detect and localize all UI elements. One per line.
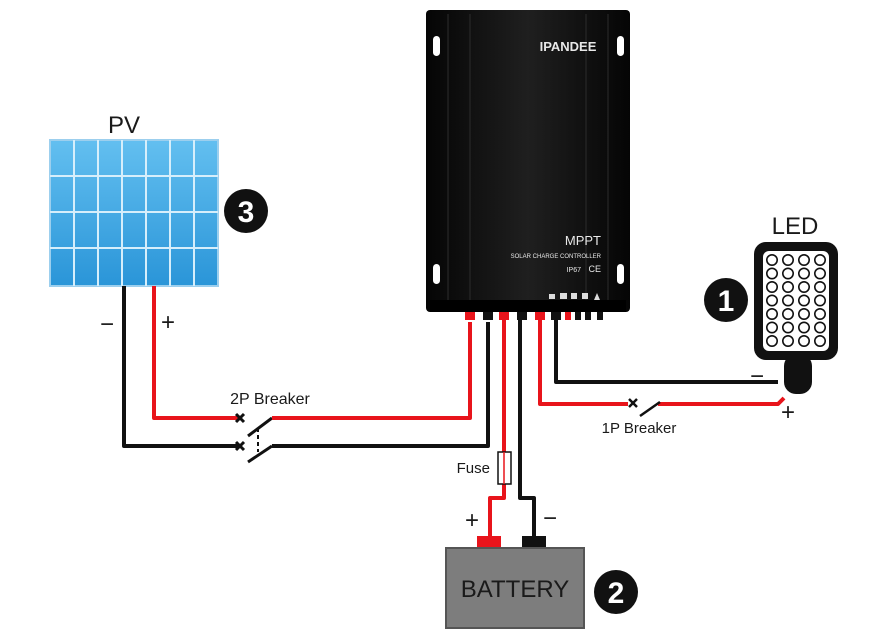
pv-positive-wire bbox=[152, 286, 240, 420]
led-emitter bbox=[781, 321, 794, 334]
led-positive-wire-after-breaker bbox=[658, 396, 786, 406]
battery-positive-terminal bbox=[477, 536, 501, 550]
callout-battery: 2 bbox=[594, 570, 638, 614]
led-emitter bbox=[797, 254, 810, 267]
controller-model: MPPT bbox=[565, 233, 601, 248]
battery-negative-terminal bbox=[522, 536, 546, 550]
led-emitter bbox=[781, 307, 794, 320]
callout-led: 1 bbox=[704, 278, 748, 322]
status-icons bbox=[549, 293, 600, 300]
battery-positive-wire bbox=[488, 320, 506, 538]
breaker-to-controller-negative bbox=[272, 322, 490, 448]
led-emitter bbox=[813, 294, 826, 307]
mount-slot bbox=[617, 264, 624, 284]
led-emitter bbox=[813, 267, 826, 280]
battery bbox=[445, 536, 585, 629]
led-plus-label: + bbox=[781, 399, 795, 426]
battery-minus-label: − bbox=[543, 505, 557, 532]
led-emitter bbox=[765, 307, 778, 320]
led-emitter bbox=[781, 254, 794, 267]
breaker-1p-label: 1P Breaker bbox=[602, 420, 677, 437]
led-emitter bbox=[781, 267, 794, 280]
callout-led-number: 1 bbox=[718, 285, 735, 318]
mount-slot bbox=[617, 36, 624, 56]
led-emitter bbox=[813, 254, 826, 267]
battery-label: BATTERY bbox=[461, 576, 569, 603]
led-emitter bbox=[781, 334, 794, 347]
pv-plus-label: + bbox=[161, 309, 175, 336]
pv-panel bbox=[49, 139, 219, 287]
callout-battery-number: 2 bbox=[608, 577, 625, 610]
breaker-2p-label: 2P Breaker bbox=[230, 391, 310, 408]
led-emitter bbox=[765, 334, 778, 347]
led-negative-wire bbox=[554, 320, 778, 384]
led-emitter bbox=[765, 321, 778, 334]
led-positive-wire bbox=[538, 320, 628, 406]
pv-negative-wire bbox=[122, 286, 240, 448]
led-emitter bbox=[765, 254, 778, 267]
led-emitter bbox=[813, 334, 826, 347]
led-label: LED bbox=[772, 213, 819, 240]
battery-negative-wire bbox=[518, 320, 536, 538]
pv-label: PV bbox=[108, 112, 140, 139]
mount-slot bbox=[433, 264, 440, 284]
led-emitter bbox=[813, 307, 826, 320]
led-emitter bbox=[813, 321, 826, 334]
led-emitter bbox=[781, 294, 794, 307]
fuse-label: Fuse bbox=[457, 460, 490, 477]
mount-slot bbox=[433, 36, 440, 56]
breaker-to-controller-positive bbox=[272, 322, 472, 420]
controller-subtitle: SOLAR CHARGE CONTROLLER bbox=[511, 254, 602, 260]
controller-ce-mark: CE bbox=[588, 264, 601, 274]
battery-plus-label: + bbox=[465, 507, 479, 534]
controller-terminals bbox=[465, 312, 603, 320]
led-emitter bbox=[765, 294, 778, 307]
led-emitter bbox=[765, 280, 778, 293]
led-emitter bbox=[797, 294, 810, 307]
led-emitter bbox=[797, 280, 810, 293]
led-lamp bbox=[754, 242, 838, 394]
led-emitter bbox=[765, 267, 778, 280]
callout-pv-number: 3 bbox=[238, 196, 255, 229]
breaker-2p-icon bbox=[234, 412, 273, 464]
led-emitter bbox=[797, 321, 810, 334]
controller-brand: IPANDEE bbox=[540, 39, 597, 54]
led-emitter bbox=[813, 280, 826, 293]
led-minus-label: − bbox=[750, 363, 764, 390]
led-emitter bbox=[797, 267, 810, 280]
led-emitter bbox=[797, 334, 810, 347]
controller-rating: IP67 bbox=[567, 267, 582, 274]
callout-pv: 3 bbox=[224, 189, 268, 233]
pv-minus-label: − bbox=[100, 311, 114, 338]
led-emitter bbox=[781, 280, 794, 293]
breaker-1p-icon bbox=[628, 398, 661, 418]
led-emitter bbox=[797, 307, 810, 320]
charge-controller bbox=[426, 10, 630, 312]
